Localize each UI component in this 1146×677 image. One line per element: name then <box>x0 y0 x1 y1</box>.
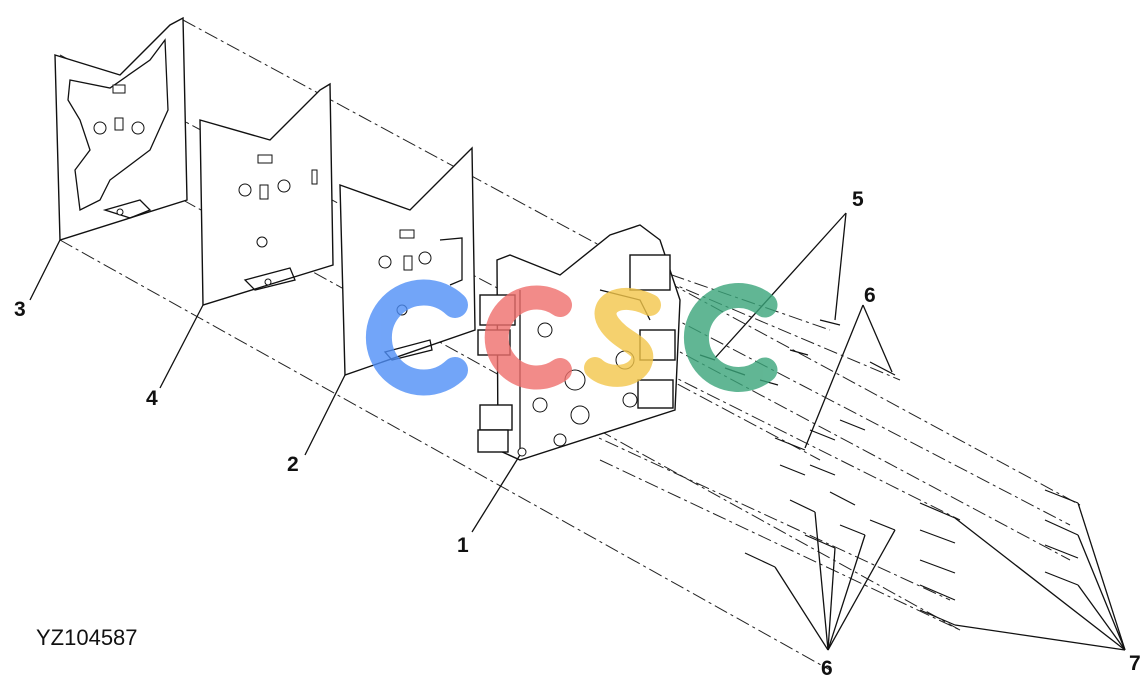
callout-1: 1 <box>457 534 469 557</box>
separator-gasket-3 <box>54 16 188 241</box>
leader-lines <box>29 212 1126 651</box>
watermark <box>365 279 778 396</box>
callout-2: 2 <box>287 453 299 476</box>
callout-3: 3 <box>14 298 26 321</box>
callout-5: 5 <box>852 188 864 211</box>
watermark-letter-c3 <box>683 283 778 392</box>
separator-plate-4 <box>199 82 334 306</box>
watermark-letter-c1 <box>365 279 468 396</box>
watermark-letter-s <box>584 287 661 387</box>
watermark-letter-c2 <box>484 285 572 390</box>
callout-7: 7 <box>1129 652 1141 675</box>
callout-6-upper: 6 <box>864 284 876 307</box>
separator-plate-2 <box>339 146 476 376</box>
callout-6-lower: 6 <box>821 657 833 677</box>
figure-id: YZ104587 <box>36 625 138 650</box>
callout-4: 4 <box>146 387 158 410</box>
